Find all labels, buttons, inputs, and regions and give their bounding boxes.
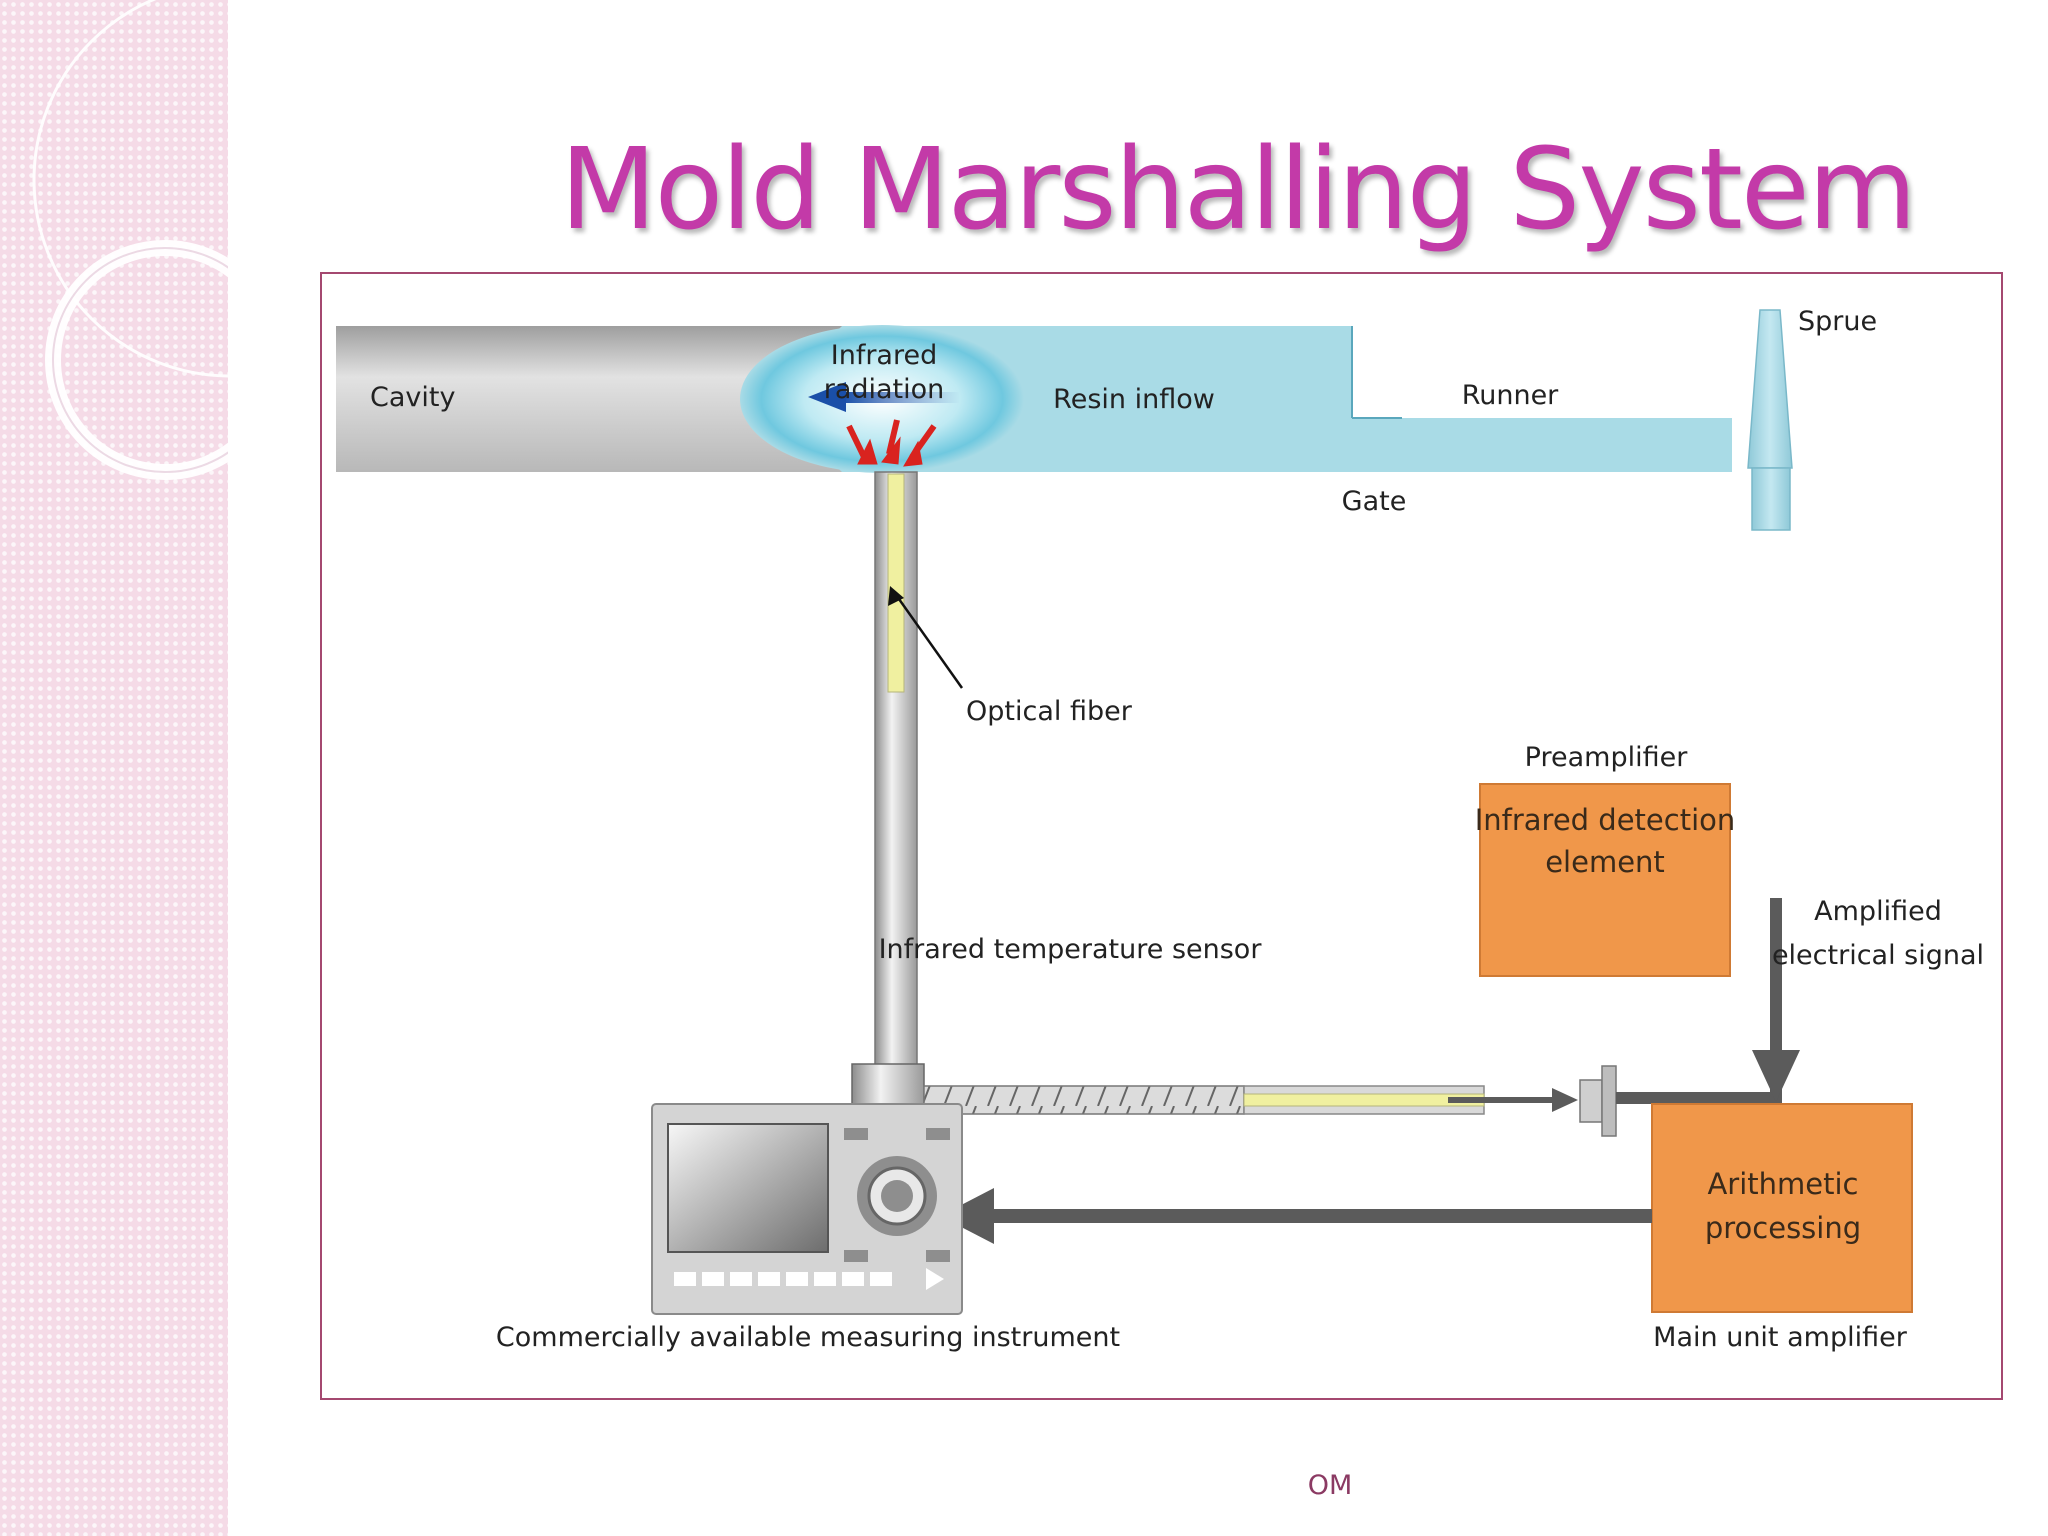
main-unit-amplifier-box bbox=[1651, 1103, 1913, 1313]
label-cavity: Cavity bbox=[370, 382, 455, 413]
diagram-frame: Cavity Infrared radiation Resin inflow R… bbox=[320, 272, 2003, 1400]
label-infrared-detection-2: element bbox=[1545, 845, 1665, 879]
measuring-instrument bbox=[651, 1103, 963, 1315]
label-main-unit-amplifier: Main unit amplifier bbox=[1653, 1322, 1908, 1353]
decorative-sidebar bbox=[0, 0, 228, 1536]
footer-text: OM bbox=[1307, 1470, 1353, 1501]
label-sprue: Sprue bbox=[1798, 306, 1877, 337]
optical-fiber-rod bbox=[851, 471, 925, 1131]
optical-fiber-pointer-head bbox=[888, 586, 904, 606]
label-infrared-radiation-1: Infrared bbox=[831, 340, 937, 371]
detector-element bbox=[1579, 1079, 1603, 1123]
slide-title: Mold Marshalling System bbox=[560, 125, 1917, 255]
cavity-part bbox=[336, 326, 842, 472]
label-measuring-instrument: Commercially available measuring instrum… bbox=[496, 1322, 1120, 1353]
decorative-rings bbox=[32, 0, 228, 480]
label-infrared-temperature-sensor: Infrared temperature sensor bbox=[879, 934, 1263, 965]
label-infrared-detection-1: Infrared detection bbox=[1475, 803, 1736, 837]
label-arithmetic-2: processing bbox=[1705, 1211, 1861, 1245]
label-arithmetic-1: Arithmetic bbox=[1707, 1167, 1858, 1201]
sprue bbox=[1747, 309, 1793, 531]
mold-system-diagram: Cavity Infrared radiation Resin inflow R… bbox=[336, 306, 1984, 1353]
preamplifier-box bbox=[1479, 783, 1731, 977]
amplified-signal-arrow bbox=[1616, 898, 1800, 1104]
label-gate: Gate bbox=[1342, 486, 1407, 517]
label-runner: Runner bbox=[1462, 380, 1559, 411]
label-amplified-2: electrical signal bbox=[1772, 940, 1984, 971]
optical-fiber-pointer bbox=[892, 591, 964, 689]
output-arrow bbox=[940, 1188, 1652, 1244]
infrared-red-arrows bbox=[846, 419, 937, 467]
label-optical-fiber: Optical fiber bbox=[966, 696, 1133, 727]
sensor-cable bbox=[923, 1085, 1485, 1115]
label-amplified-1: Amplified bbox=[1814, 896, 1942, 927]
resin-inflow-arrow bbox=[808, 382, 960, 412]
label-resin-inflow: Resin inflow bbox=[1053, 384, 1215, 415]
label-preamplifier: Preamplifier bbox=[1525, 742, 1689, 773]
label-infrared-radiation-2: radiation bbox=[824, 374, 945, 405]
